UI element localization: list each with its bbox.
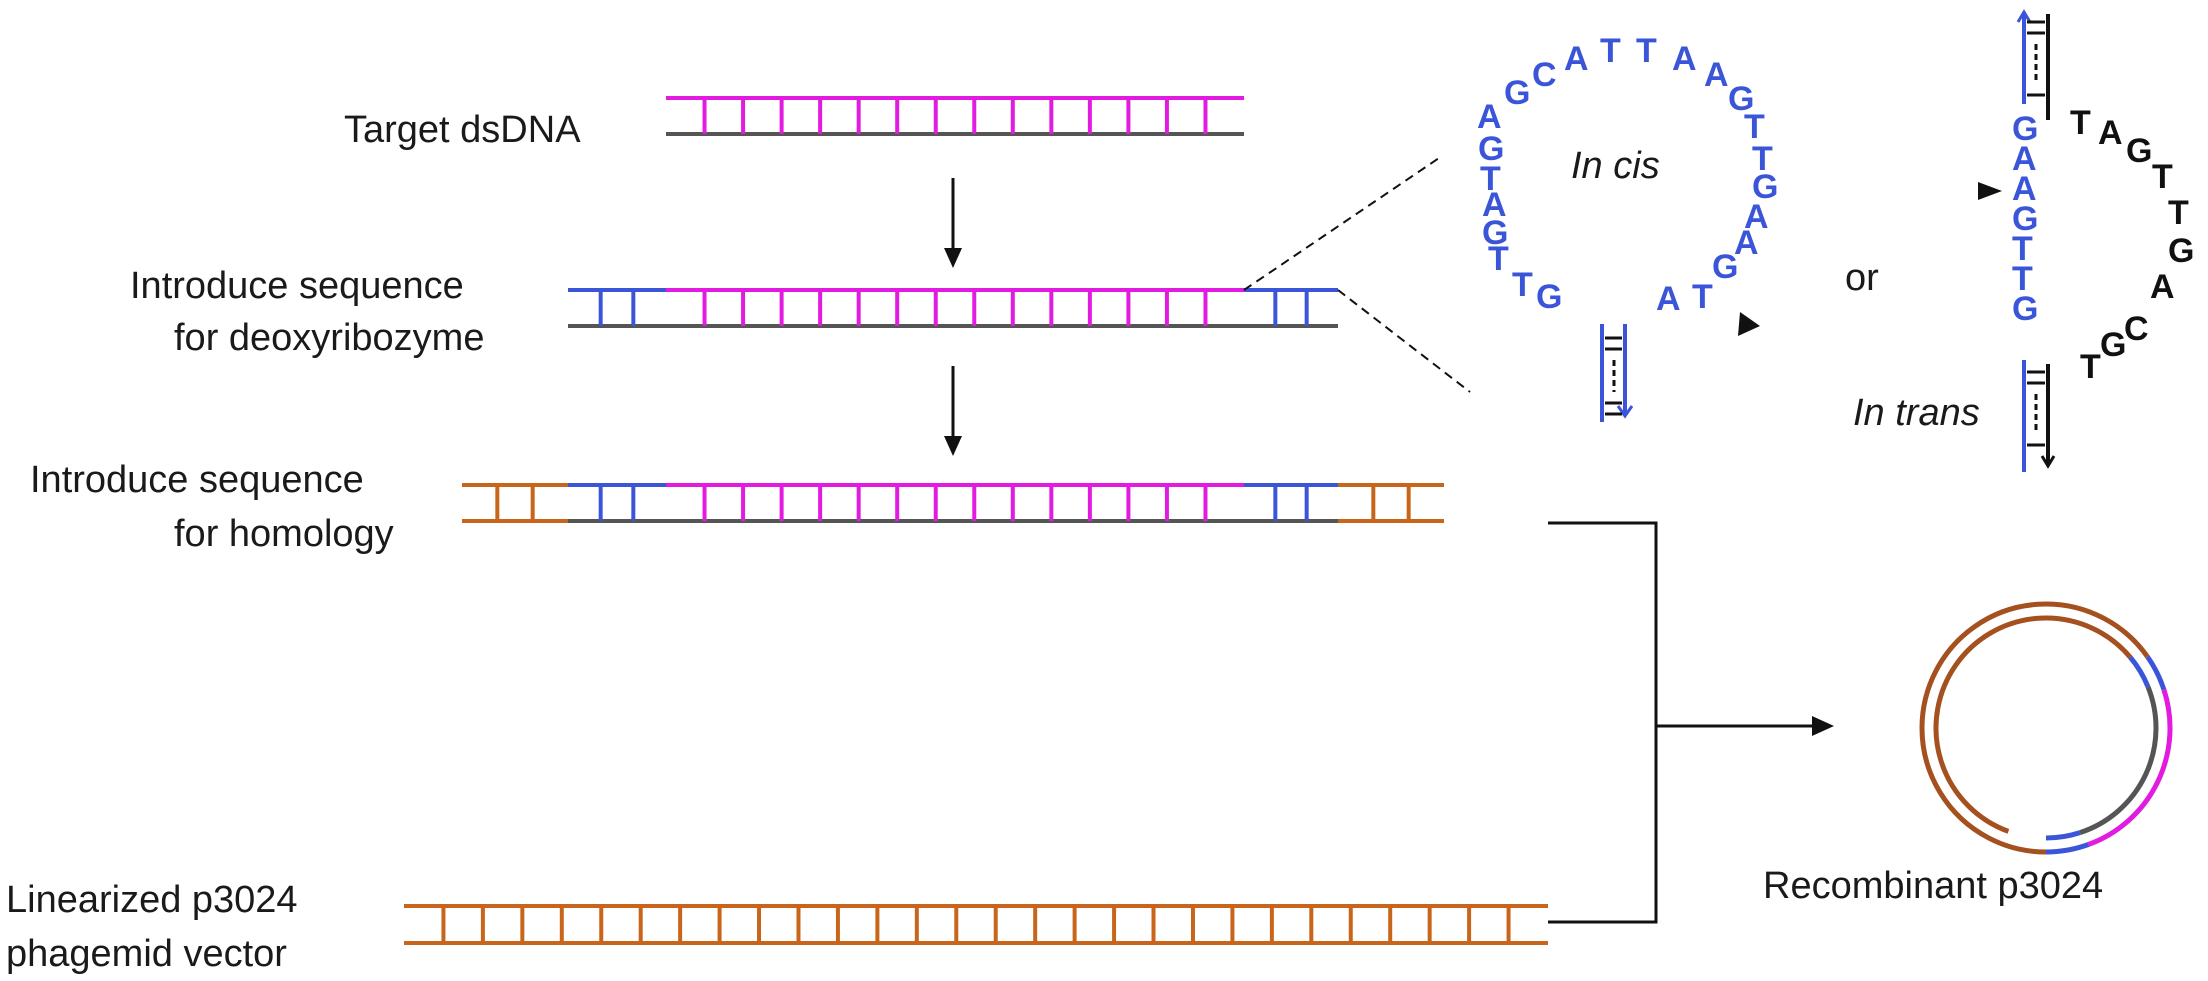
nucleotide: G <box>1478 130 1504 168</box>
nucleotide: A <box>1656 280 1681 318</box>
nucleotide: T <box>2012 230 2033 268</box>
arrow-down-1 <box>944 178 962 268</box>
nucleotide: T <box>2070 104 2091 142</box>
ring-arc <box>1919 601 2150 855</box>
nucleotide: A <box>2098 114 2123 152</box>
nucleotide: T <box>2168 194 2189 232</box>
nucleotide: G <box>2168 232 2194 270</box>
nucleotide: C <box>1532 56 1557 94</box>
nucleotide: T <box>1744 108 1765 146</box>
label-vector-line1: Linearized p3024 <box>6 879 298 921</box>
nucleotide: A <box>1482 186 1507 224</box>
nucleotide: G <box>1504 74 1530 112</box>
nucleotide: A <box>2012 170 2037 208</box>
label-target-dsdna: Target dsDNA <box>344 109 581 151</box>
ring-arc <box>2145 655 2167 691</box>
nucleotide: G <box>1728 80 1754 118</box>
label-homology-line2: for homology <box>174 513 394 555</box>
nucleotide: A <box>2012 140 2037 178</box>
label-in-cis: In cis <box>1571 145 1660 187</box>
nucleotide: T <box>2080 348 2101 386</box>
nucleotide: A <box>1704 56 1729 94</box>
nucleotide: G <box>1536 278 1562 316</box>
label-vector-line2: phagemid vector <box>6 933 287 975</box>
nucleotide: T <box>1600 32 1621 70</box>
cleavage-arrowhead-trans <box>1978 182 2002 200</box>
nucleotide: T <box>2012 260 2033 298</box>
nucleotide: G <box>1712 248 1738 286</box>
nucleotide: A <box>1734 224 1759 262</box>
in-trans-stem-pairs <box>2027 20 2045 447</box>
nucleotide: T <box>1488 240 1509 278</box>
arrow-down-2 <box>944 366 962 456</box>
nucleotide: A <box>1564 40 1589 78</box>
nucleotide: T <box>2152 158 2173 196</box>
nucleotide: T <box>1512 266 1533 304</box>
in-trans-strands <box>2016 9 2056 472</box>
recombinant-plasmid <box>1919 601 2173 855</box>
in-cis-stem <box>1600 324 1634 422</box>
vector-ladder <box>404 904 1548 945</box>
zoom-dashed-lines <box>1243 155 1471 393</box>
ring-arc <box>2087 688 2173 847</box>
deoxyribozyme-ladder <box>568 288 1338 328</box>
nucleotide: A <box>1672 40 1697 78</box>
nucleotide: A <box>1744 198 1769 236</box>
label-in-trans: In trans <box>1853 392 1980 434</box>
nucleotide: A <box>1477 98 1502 136</box>
ring-arc <box>2128 655 2151 688</box>
label-recombinant: Recombinant p3024 <box>1763 865 2103 907</box>
nucleotide: G <box>2012 200 2038 238</box>
nucleotide: T <box>1692 278 1713 316</box>
ring-arc <box>2045 830 2081 841</box>
in-cis-stem-pairs <box>1605 336 1622 416</box>
nucleotide: G <box>1482 214 1508 252</box>
nucleotide: A <box>2150 268 2175 306</box>
nucleotide: T <box>1636 32 1657 70</box>
label-or: or <box>1845 257 1879 299</box>
nucleotide: G <box>2126 132 2152 170</box>
nucleotide: G <box>2100 326 2126 364</box>
label-deoxy-line2: for deoxyribozyme <box>174 317 484 359</box>
ring-arc <box>2079 685 2159 835</box>
ring-arc <box>1933 615 2133 834</box>
nucleotide: T <box>1752 140 1773 178</box>
cleavage-arrowhead-cis <box>1738 312 1760 336</box>
label-homology-line1: Introduce sequence <box>30 459 364 501</box>
nucleotide: C <box>2124 310 2149 348</box>
nucleotide: G <box>2012 290 2038 328</box>
target-dsdna-ladder <box>666 96 1244 136</box>
merge-arrowhead <box>1812 716 1834 736</box>
merge-bracket <box>1548 521 1818 924</box>
nucleotide: G <box>1752 168 1778 206</box>
nucleotide: G <box>2012 110 2038 148</box>
nucleotide: T <box>1480 160 1501 198</box>
label-deoxy-line1: Introduce sequence <box>130 265 464 307</box>
ring-arc <box>2045 842 2090 855</box>
homology-ladder <box>462 483 1444 523</box>
